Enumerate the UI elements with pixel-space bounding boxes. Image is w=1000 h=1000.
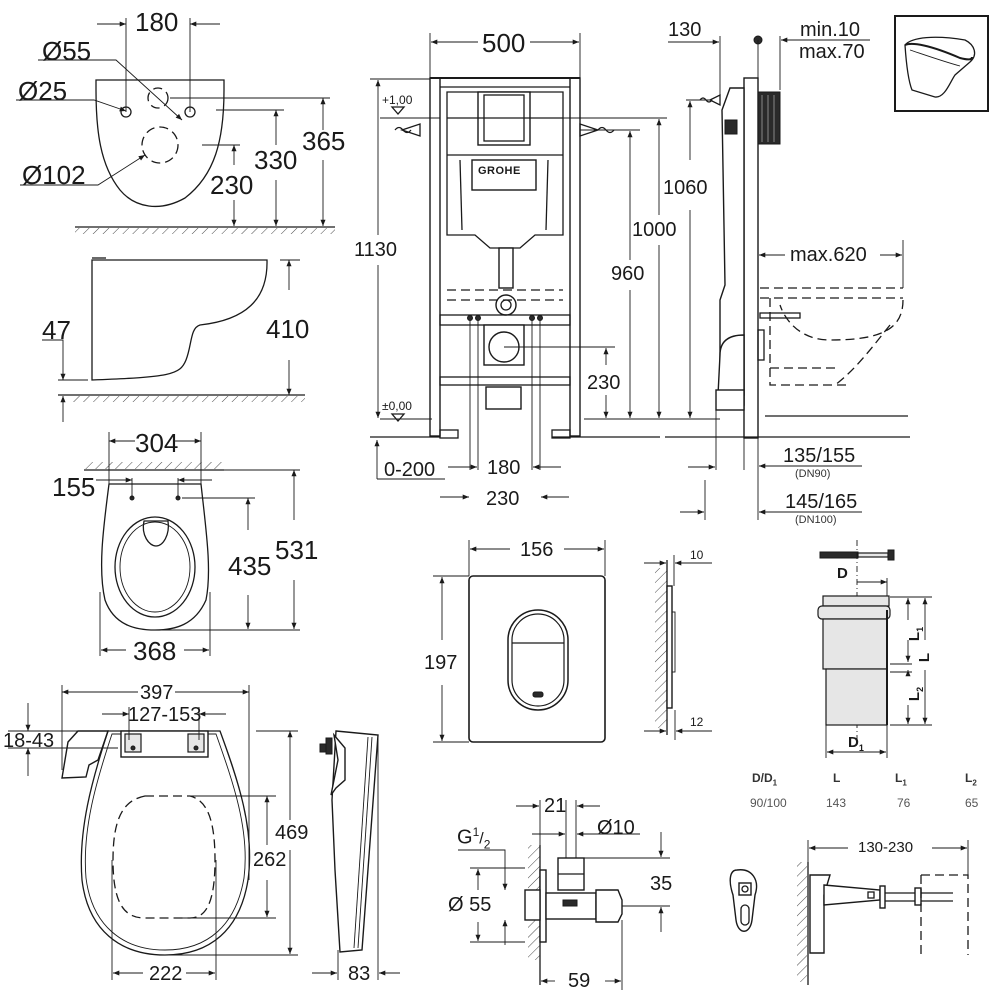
seat-view	[8, 685, 298, 980]
table-header-l2: L2	[965, 772, 977, 787]
label-l1: L1	[906, 626, 926, 642]
dim-wall-gap-max: max.70	[799, 41, 865, 63]
dim-flush-center-height: 1000	[632, 219, 677, 241]
dim-bowl-total-height: 410	[266, 314, 310, 344]
dim-dn90-offset: 135/155	[783, 445, 856, 467]
bowl-top-view	[84, 432, 300, 656]
flush-plate-side	[644, 555, 712, 740]
product-thumbnail	[894, 15, 989, 112]
dim-valve-height: 35	[650, 873, 673, 895]
label-l: L	[916, 652, 934, 663]
dim-frame-depth: 130	[668, 19, 702, 41]
dim-plate-thickness-top: 10	[690, 548, 704, 562]
pipe-connector	[817, 540, 932, 758]
installation-frame-side	[665, 35, 910, 520]
dim-valve-rosette: Ø 55	[448, 894, 492, 916]
outlet-circle	[141, 126, 179, 164]
dim-plate-height: 197	[424, 652, 458, 674]
label-d1: D1	[848, 735, 864, 753]
bowl-side-view	[42, 257, 305, 422]
dim-seat-length: 469	[275, 822, 309, 844]
label-d: D	[837, 565, 848, 582]
dim-dn100-offset: 145/165	[785, 491, 858, 513]
dim-seat-width: 397	[140, 682, 174, 704]
dim-floor-adjust: 0-200	[384, 459, 436, 481]
dim-hole-depth: 435	[228, 551, 272, 581]
label-l2-sub: 2	[915, 686, 926, 692]
dim-bowl-reach: max.620	[790, 244, 867, 266]
table-cell-l2: 65	[965, 796, 979, 810]
dim-outlet-diameter: Ø102	[22, 160, 86, 190]
dn100-label: (DN100)	[795, 514, 837, 526]
dim-valve-outlet-diameter: Ø10	[597, 817, 635, 839]
dim-wall-gap-min: min.10	[800, 19, 861, 41]
label-l2: L2	[906, 686, 926, 702]
valve-thread-numerator: 1	[472, 825, 480, 839]
dim-bolt-length: 130-230	[858, 839, 914, 856]
table-header-l1: L1	[895, 772, 907, 787]
bowl-front-view	[16, 18, 335, 234]
dim-side-inlet-height: 1060	[663, 177, 708, 199]
dim-valve-depth: 59	[568, 970, 591, 992]
dim-opening-length: 262	[253, 849, 287, 871]
table-cell-l1: 76	[897, 796, 911, 810]
dim-hole-spacing: 155	[52, 472, 96, 502]
dim-bowl-width: 368	[133, 636, 177, 666]
dim-total-depth: 531	[275, 535, 319, 565]
table-header-l1-main: L	[895, 771, 903, 785]
dim-opening-width: 222	[149, 963, 183, 985]
table-header-l: L	[833, 771, 841, 785]
dim-hinge-height: 18-43	[3, 730, 55, 752]
dim-inlet-height: 365	[302, 126, 346, 156]
level-mark-top: +1,00	[382, 93, 413, 107]
table-header-l1-sub: 1	[902, 778, 907, 788]
dim-fixing-height: 330	[254, 145, 298, 175]
dim-valve-offset: 21	[544, 795, 567, 817]
table-header-d-d1-sub: 1	[772, 778, 778, 788]
seat-side-view	[312, 730, 400, 980]
dim-frame-width: 500	[482, 28, 526, 58]
valve-thread-letter: G	[457, 826, 473, 849]
table-header-d-d1: D/D1	[752, 772, 777, 787]
dim-seat-depth: 83	[348, 963, 371, 985]
label-l1-sub: 1	[915, 626, 926, 632]
valve-thread-denominator: 2	[483, 837, 491, 852]
angle-valve	[458, 800, 670, 990]
table-header-l2-main: L	[965, 771, 973, 785]
label-d1-sub: 1	[858, 743, 864, 753]
dim-fixing-width: 180	[135, 7, 179, 37]
level-mark-floor: ±0,00	[382, 399, 412, 413]
dim-flush-inlet-diameter: Ø55	[42, 36, 92, 66]
table-header-d-d1-main: D/D	[752, 771, 773, 785]
table-cell-l: 143	[826, 796, 847, 810]
label-d1-main: D	[848, 734, 859, 751]
label-l1-main: L	[906, 631, 924, 642]
dim-water-inlet-height: 960	[611, 263, 645, 285]
label-l2-main: L	[906, 691, 924, 702]
flush-inlet-circle	[147, 87, 169, 109]
table-cell-d-d1: 90/100	[750, 796, 787, 810]
dim-fixing-hole-diameter: Ø25	[18, 76, 68, 106]
dim-rod-spacing-inner: 180	[487, 457, 521, 479]
dim-valve-thread: G1/2	[457, 825, 491, 852]
grohe-logo: GROHE	[478, 165, 521, 177]
dim-rod-spacing-outer: 230	[486, 488, 520, 510]
dim-plate-thickness-bottom: 12	[690, 715, 704, 729]
flush-plate-front	[433, 540, 606, 743]
dim-bowl-bottom-height: 47	[42, 315, 71, 345]
table-header-l2-sub: 2	[972, 778, 977, 788]
dim-outlet-height-frame: 230	[587, 372, 621, 394]
dim-outlet-height: 230	[210, 170, 254, 200]
fixing-bolt	[729, 840, 969, 985]
installation-frame-front	[370, 33, 720, 500]
dim-hinge-spacing: 127-153	[128, 704, 202, 726]
dn90-label: (DN90)	[795, 468, 831, 480]
dim-wall-width: 304	[135, 428, 179, 458]
dim-plate-width: 156	[520, 539, 554, 561]
dim-frame-height: 1130	[354, 239, 398, 261]
